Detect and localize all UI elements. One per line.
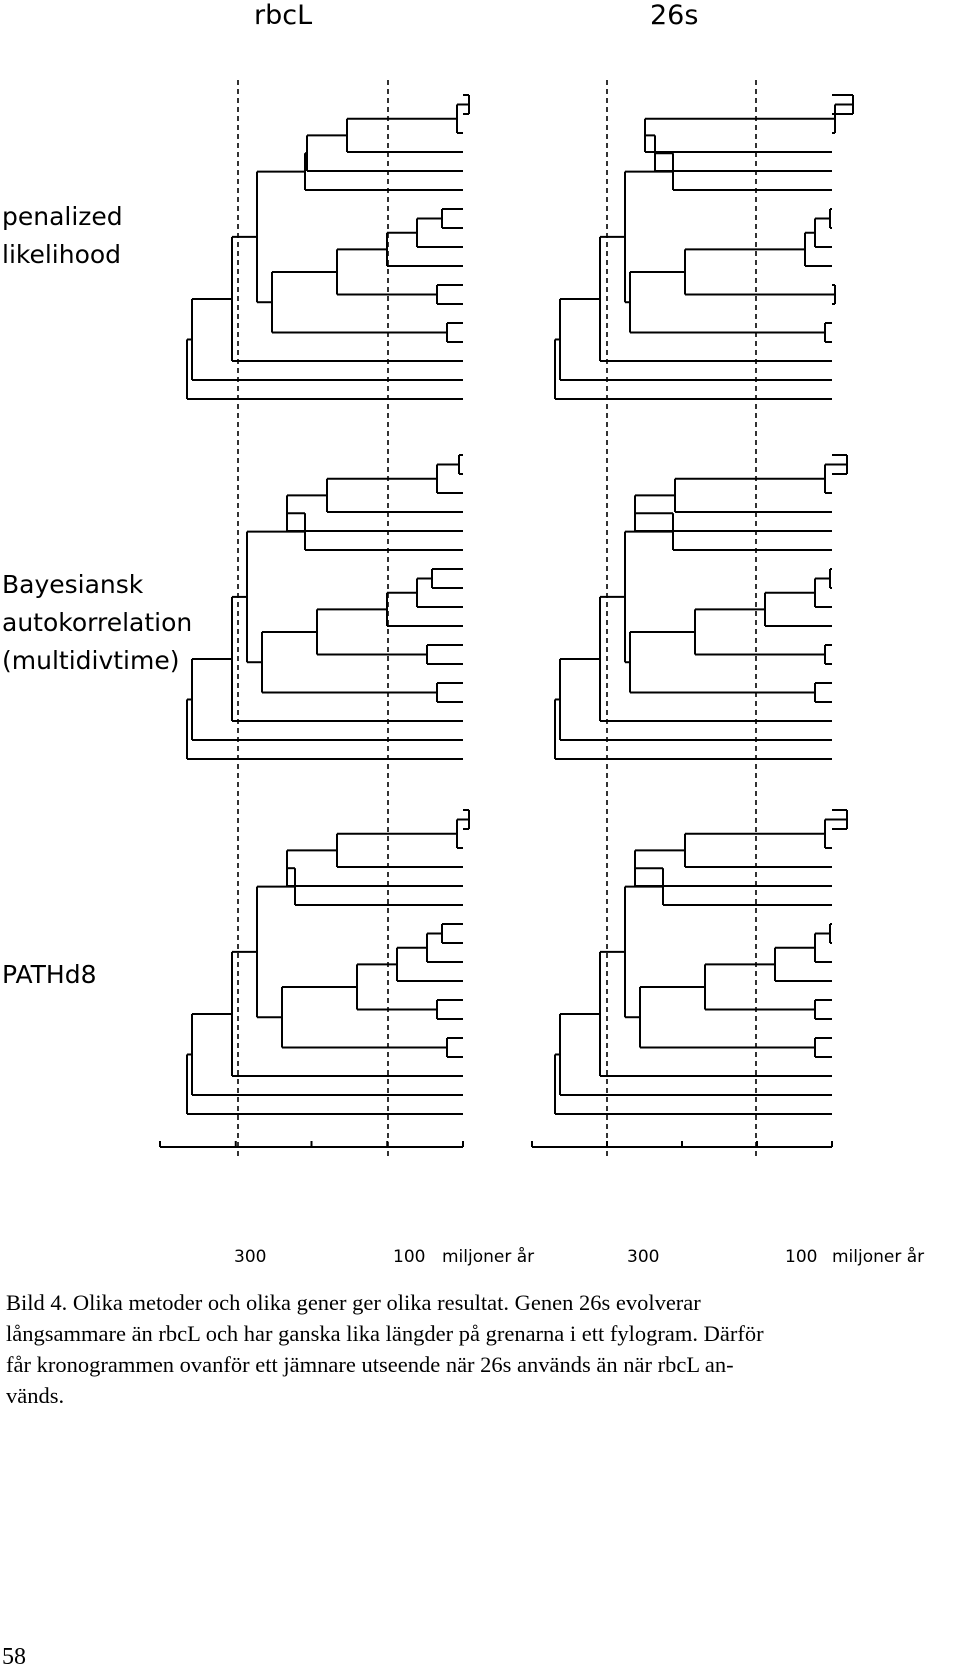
axis-tick-300-rbcl: 300	[234, 1247, 267, 1267]
row-label-penalized-likelihood: penalized likelihood	[2, 198, 123, 274]
caption-line: Bild 4. Olika metoder och olika gener ge…	[6, 1290, 701, 1315]
page-number: 58	[2, 1644, 26, 1670]
row-label-line: Bayesiansk	[2, 570, 144, 599]
axis-unit-rbcl: miljoner år	[442, 1247, 535, 1267]
row-label-line: likelihood	[2, 240, 122, 269]
row-label-bayesiansk: Bayesiansk autokorrelation (multidivtime…	[2, 566, 192, 680]
chronogram-figure	[159, 80, 854, 1160]
axis-unit-26s: miljoner år	[832, 1247, 925, 1267]
row-label-line: autokorrelation	[2, 608, 193, 637]
figure-caption: Bild 4. Olika metoder och olika gener ge…	[6, 1287, 946, 1411]
column-title-rbcl: rbcL	[254, 0, 313, 31]
row-label-pathd8: PATHd8	[2, 956, 96, 994]
caption-line: får kronogrammen ovanför ett jämnare uts…	[6, 1352, 734, 1377]
axis-tick-300-26s: 300	[627, 1247, 660, 1267]
axis-tick-100-rbcl: 100	[393, 1247, 426, 1267]
caption-line: vänds.	[6, 1383, 65, 1408]
row-label-line: PATHd8	[2, 960, 97, 989]
axis-tick-100-26s: 100	[785, 1247, 818, 1267]
column-title-26s: 26s	[650, 0, 699, 31]
row-label-line: penalized	[2, 202, 123, 231]
caption-line: långsammare än rbcL och har ganska lika …	[6, 1321, 764, 1346]
row-label-line: (multidivtime)	[2, 646, 180, 675]
